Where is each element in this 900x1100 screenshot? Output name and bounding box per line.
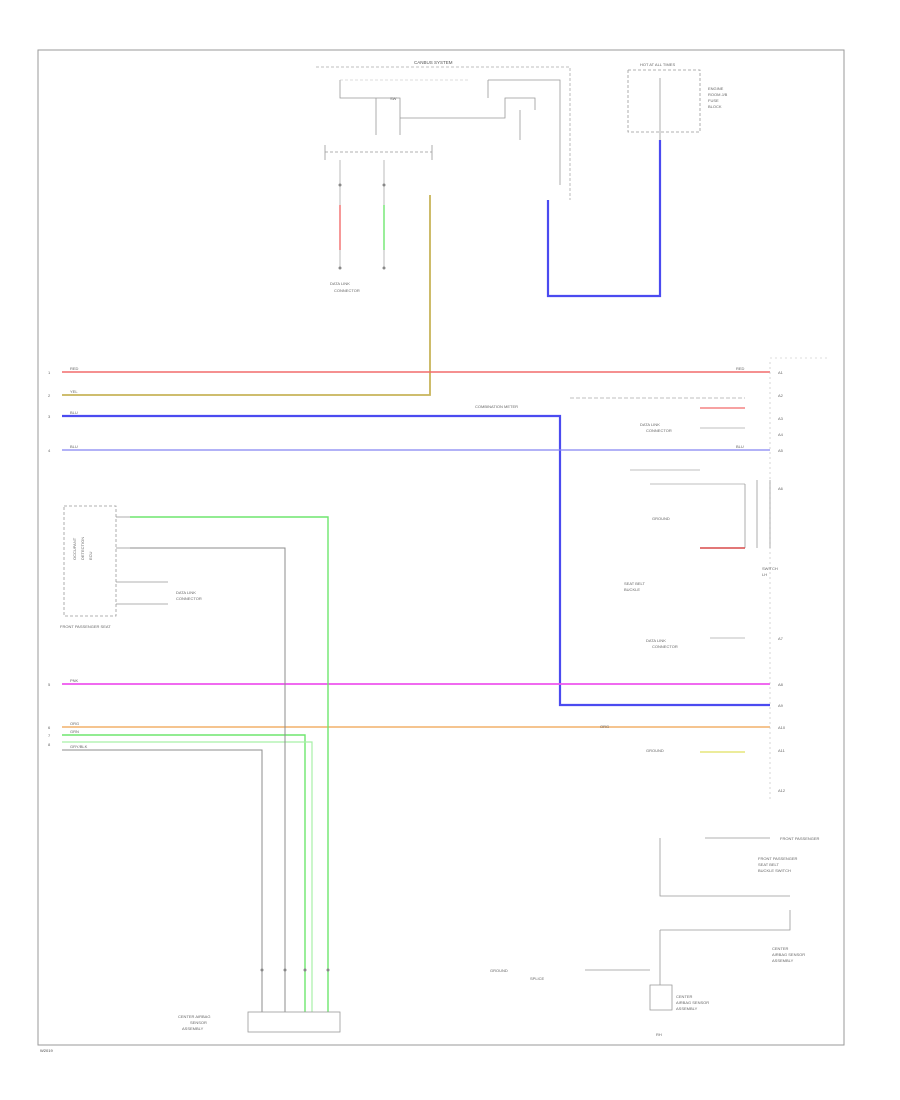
svg-text:DETECTION: DETECTION: [80, 537, 85, 560]
svg-text:7: 7: [48, 733, 51, 738]
svg-text:ROOM J/B: ROOM J/B: [708, 92, 728, 97]
left-wire-tags: RED YEL BLU BLU PNK ORG GRN GRY/BLK: [70, 366, 88, 749]
svg-text:BLU: BLU: [736, 444, 744, 449]
svg-text:A6: A6: [778, 486, 784, 491]
mid-right-module-label: COMBINATION METER: [475, 404, 518, 409]
svg-text:A11: A11: [778, 748, 786, 753]
left-module: OCCUPANT DETECTION ECU FRONT PASSENGER S…: [60, 505, 202, 629]
svg-text:GROUND: GROUND: [490, 968, 508, 973]
svg-text:GRY/BLK: GRY/BLK: [70, 744, 88, 749]
svg-text:CENTER AIRBAG: CENTER AIRBAG: [178, 1014, 210, 1019]
svg-text:3: 3: [48, 414, 51, 419]
svg-text:A5: A5: [778, 448, 784, 453]
bottom-right-assembly: FRONT PASSENGER FRONT PASSENGER SEAT BEL…: [490, 836, 820, 1037]
svg-text:A3: A3: [778, 416, 784, 421]
svg-text:CENTER: CENTER: [676, 994, 693, 999]
mid-right-subwires: COMBINATION METER DATA LINK CONNECTOR GR…: [475, 397, 778, 592]
svg-text:FRONT PASSENGER SEAT: FRONT PASSENGER SEAT: [60, 624, 111, 629]
svg-text:A8: A8: [778, 682, 784, 687]
svg-text:A12: A12: [778, 788, 786, 793]
diagram-border: [37, 49, 845, 1046]
svg-text:ECU: ECU: [88, 551, 93, 560]
svg-text:FRONT PASSENGER: FRONT PASSENGER: [758, 856, 798, 861]
svg-text:YEL: YEL: [70, 389, 78, 394]
svg-text:1: 1: [48, 370, 51, 375]
wire-green-3: [62, 741, 313, 1012]
svg-text:ASSEMBLY: ASSEMBLY: [772, 958, 794, 963]
svg-text:6: 6: [48, 725, 51, 730]
top-splice-pins: DATA LINK CONNECTOR: [330, 160, 386, 293]
top-splice-label-2: CONNECTOR: [334, 288, 360, 293]
svg-text:GROUND: GROUND: [652, 516, 670, 521]
svg-text:SEAT BELT: SEAT BELT: [624, 581, 645, 586]
svg-text:AIRBAG SENSOR: AIRBAG SENSOR: [772, 952, 805, 957]
right-pin-column: A1 A2 A3 A4 A5 A6 A7 A8 A9 A10 A11 A12: [778, 370, 786, 793]
svg-text:SEAT BELT: SEAT BELT: [758, 862, 779, 867]
svg-text:BUCKLE SWITCH: BUCKLE SWITCH: [758, 868, 791, 873]
svg-text:SPLICE: SPLICE: [530, 976, 545, 981]
svg-text:RED: RED: [70, 366, 79, 371]
svg-text:OCCUPANT: OCCUPANT: [72, 537, 77, 560]
right-connector: RED BLU: [736, 357, 828, 800]
svg-text:CONNECTOR: CONNECTOR: [646, 428, 672, 433]
footer-code: W2019: [40, 1048, 53, 1053]
svg-text:BUCKLE: BUCKLE: [624, 587, 640, 592]
svg-text:A1: A1: [778, 370, 784, 375]
svg-text:A4: A4: [778, 432, 784, 437]
svg-text:4: 4: [48, 448, 51, 453]
svg-text:LH: LH: [762, 572, 767, 577]
wire-blue-bold-top: [546, 140, 662, 298]
top-right-title: HOT AT ALL TIMES: [640, 62, 675, 67]
svg-text:DATA LINK: DATA LINK: [646, 638, 666, 643]
svg-text:RH: RH: [656, 1032, 662, 1037]
svg-text:ASSEMBLY: ASSEMBLY: [676, 1006, 698, 1011]
top-center-module: CANBUS SYSTEM SW: [316, 60, 571, 200]
top-center-title: CANBUS SYSTEM: [414, 60, 453, 65]
top-splice-label-1: DATA LINK: [330, 281, 350, 286]
wire-green-2: [62, 734, 306, 1012]
svg-text:SWITCH: SWITCH: [762, 566, 778, 571]
svg-text:A10: A10: [778, 725, 786, 730]
svg-text:A2: A2: [778, 393, 784, 398]
svg-text:RED: RED: [736, 366, 745, 371]
svg-text:A7: A7: [778, 636, 784, 641]
svg-text:DATA LINK: DATA LINK: [176, 590, 196, 595]
svg-text:BLU: BLU: [70, 444, 78, 449]
wire-green-1: [130, 516, 329, 1012]
svg-text:BLOCK: BLOCK: [708, 104, 722, 109]
bottom-center-module: CENTER AIRBAG SENSOR ASSEMBLY: [178, 968, 341, 1033]
svg-text:BLU: BLU: [70, 410, 78, 415]
svg-text:GROUND: GROUND: [646, 748, 664, 753]
svg-text:8: 8: [48, 742, 51, 747]
svg-text:DATA LINK: DATA LINK: [640, 422, 660, 427]
svg-text:FUSE: FUSE: [708, 98, 719, 103]
svg-text:A9: A9: [778, 703, 784, 708]
svg-text:GRN: GRN: [70, 729, 79, 734]
svg-text:ORG: ORG: [600, 724, 609, 729]
right-lower-parts: DATA LINK CONNECTOR GROUND ORG: [600, 637, 745, 753]
svg-text:FRONT PASSENGER: FRONT PASSENGER: [780, 836, 820, 841]
svg-text:ORG: ORG: [70, 721, 79, 726]
wire-blue-bold-main: [62, 414, 770, 707]
wire-gray-2: [62, 749, 263, 1012]
svg-text:2: 2: [48, 393, 51, 398]
top-right-fuse-block: HOT AT ALL TIMES ENGINE ROOM J/B FUSE BL…: [627, 62, 728, 140]
wire-olive: [62, 195, 431, 396]
svg-text:SW: SW: [390, 96, 397, 101]
svg-text:CONNECTOR: CONNECTOR: [652, 644, 678, 649]
left-pin-column: 1 2 3 4 5 6 7 8: [48, 370, 51, 747]
svg-text:ENGINE: ENGINE: [708, 86, 724, 91]
svg-text:CONNECTOR: CONNECTOR: [176, 596, 202, 601]
svg-text:SENSOR: SENSOR: [190, 1020, 207, 1025]
svg-text:ASSEMBLY: ASSEMBLY: [182, 1026, 204, 1031]
svg-text:CENTER: CENTER: [772, 946, 789, 951]
svg-text:PNK: PNK: [70, 678, 79, 683]
wire-gray-1: [130, 547, 286, 1012]
svg-text:AIRBAG SENSOR: AIRBAG SENSOR: [676, 1000, 709, 1005]
svg-text:5: 5: [48, 682, 51, 687]
